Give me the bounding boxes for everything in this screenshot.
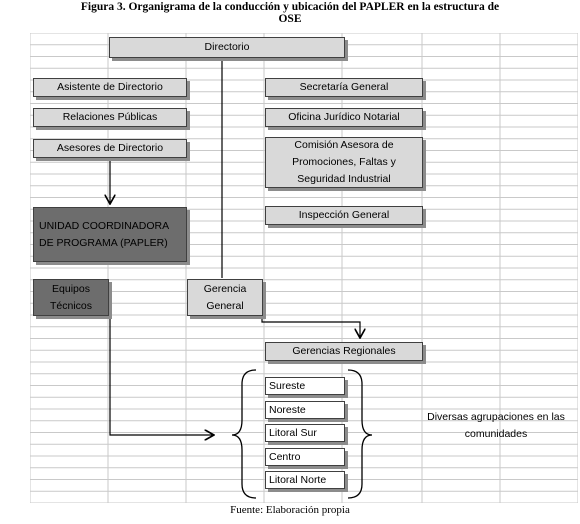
inspeccion-box: Inspección General	[265, 206, 423, 225]
gerencia-line-1: Gerencia	[203, 282, 247, 295]
gerencia-line-2: General	[206, 299, 244, 312]
note-line-2: comunidades	[464, 428, 528, 440]
connector-equipos-regiones	[109, 316, 214, 435]
regionales-label: Gerencias Regionales	[292, 345, 396, 357]
comision-line-3: Seguridad Industrial	[297, 173, 391, 185]
secretaria-box: Secretaría General	[265, 78, 423, 97]
oficina-box: Oficina Jurídico Notarial	[265, 108, 423, 127]
unidad-line-1: UNIDAD COORDINADORA	[39, 219, 170, 232]
oficina-label: Oficina Jurídico Notarial	[288, 111, 400, 123]
comision-line-1: Comisión Asesora de	[294, 139, 394, 151]
region-litoral-sur: Litoral Sur	[265, 424, 345, 442]
figure-title-line-1: Figura 3. Organigrama de la conducción y…	[80, 1, 500, 13]
asistente-label: Asistente de Directorio	[57, 81, 163, 93]
figure-title: Figura 3. Organigrama de la conducción y…	[0, 1, 580, 25]
region-label: Centro	[269, 450, 301, 463]
gerencia-general-box: Gerencia General	[187, 279, 263, 316]
region-label: Litoral Norte	[269, 473, 327, 486]
inspeccion-label: Inspección General	[298, 209, 390, 221]
note-line-1: Diversas agrupaciones en las	[427, 411, 565, 423]
comision-line-2: Promociones, Faltas y	[292, 156, 396, 168]
asesores-label: Asesores de Directorio	[56, 142, 164, 154]
region-centro: Centro	[265, 448, 345, 466]
connector-gerencia-regionales	[261, 318, 360, 338]
agrupaciones-note: Diversas agrupaciones en las comunidades	[412, 409, 580, 443]
region-noreste: Noreste	[265, 401, 345, 419]
region-label: Litoral Sur	[269, 426, 317, 439]
gerencias-regionales-box: Gerencias Regionales	[265, 342, 423, 361]
directorio-label: Directorio	[204, 41, 250, 53]
figure-source: Fuente: Elaboración propia	[230, 504, 350, 516]
asistente-box: Asistente de Directorio	[33, 78, 187, 97]
right-brace	[347, 369, 373, 499]
region-label: Noreste	[269, 403, 306, 416]
equipos-line-2: Técnicos	[49, 299, 92, 312]
region-litoral-norte: Litoral Norte	[265, 471, 345, 489]
asesores-box: Asesores de Directorio	[33, 139, 187, 158]
secretaria-label: Secretaría General	[299, 81, 389, 93]
region-label: Sureste	[269, 379, 306, 392]
unidad-coordinadora-box: UNIDAD COORDINADORA DE PROGRAMA (PAPLER)	[33, 207, 187, 262]
figure-title-line-2: OSE	[278, 13, 302, 25]
relaciones-box: Relaciones Públicas	[33, 108, 187, 127]
left-brace	[231, 369, 257, 499]
region-sureste: Sureste	[265, 377, 345, 395]
directorio-box: Directorio	[109, 37, 345, 58]
comision-box: Comisión Asesora de Promociones, Faltas …	[265, 137, 423, 188]
equipos-line-1: Equipos	[52, 282, 90, 295]
unidad-line-2: DE PROGRAMA (PAPLER)	[39, 236, 168, 249]
equipos-tecnicos-box: Equipos Técnicos	[33, 279, 109, 316]
relaciones-label: Relaciones Públicas	[62, 111, 158, 123]
